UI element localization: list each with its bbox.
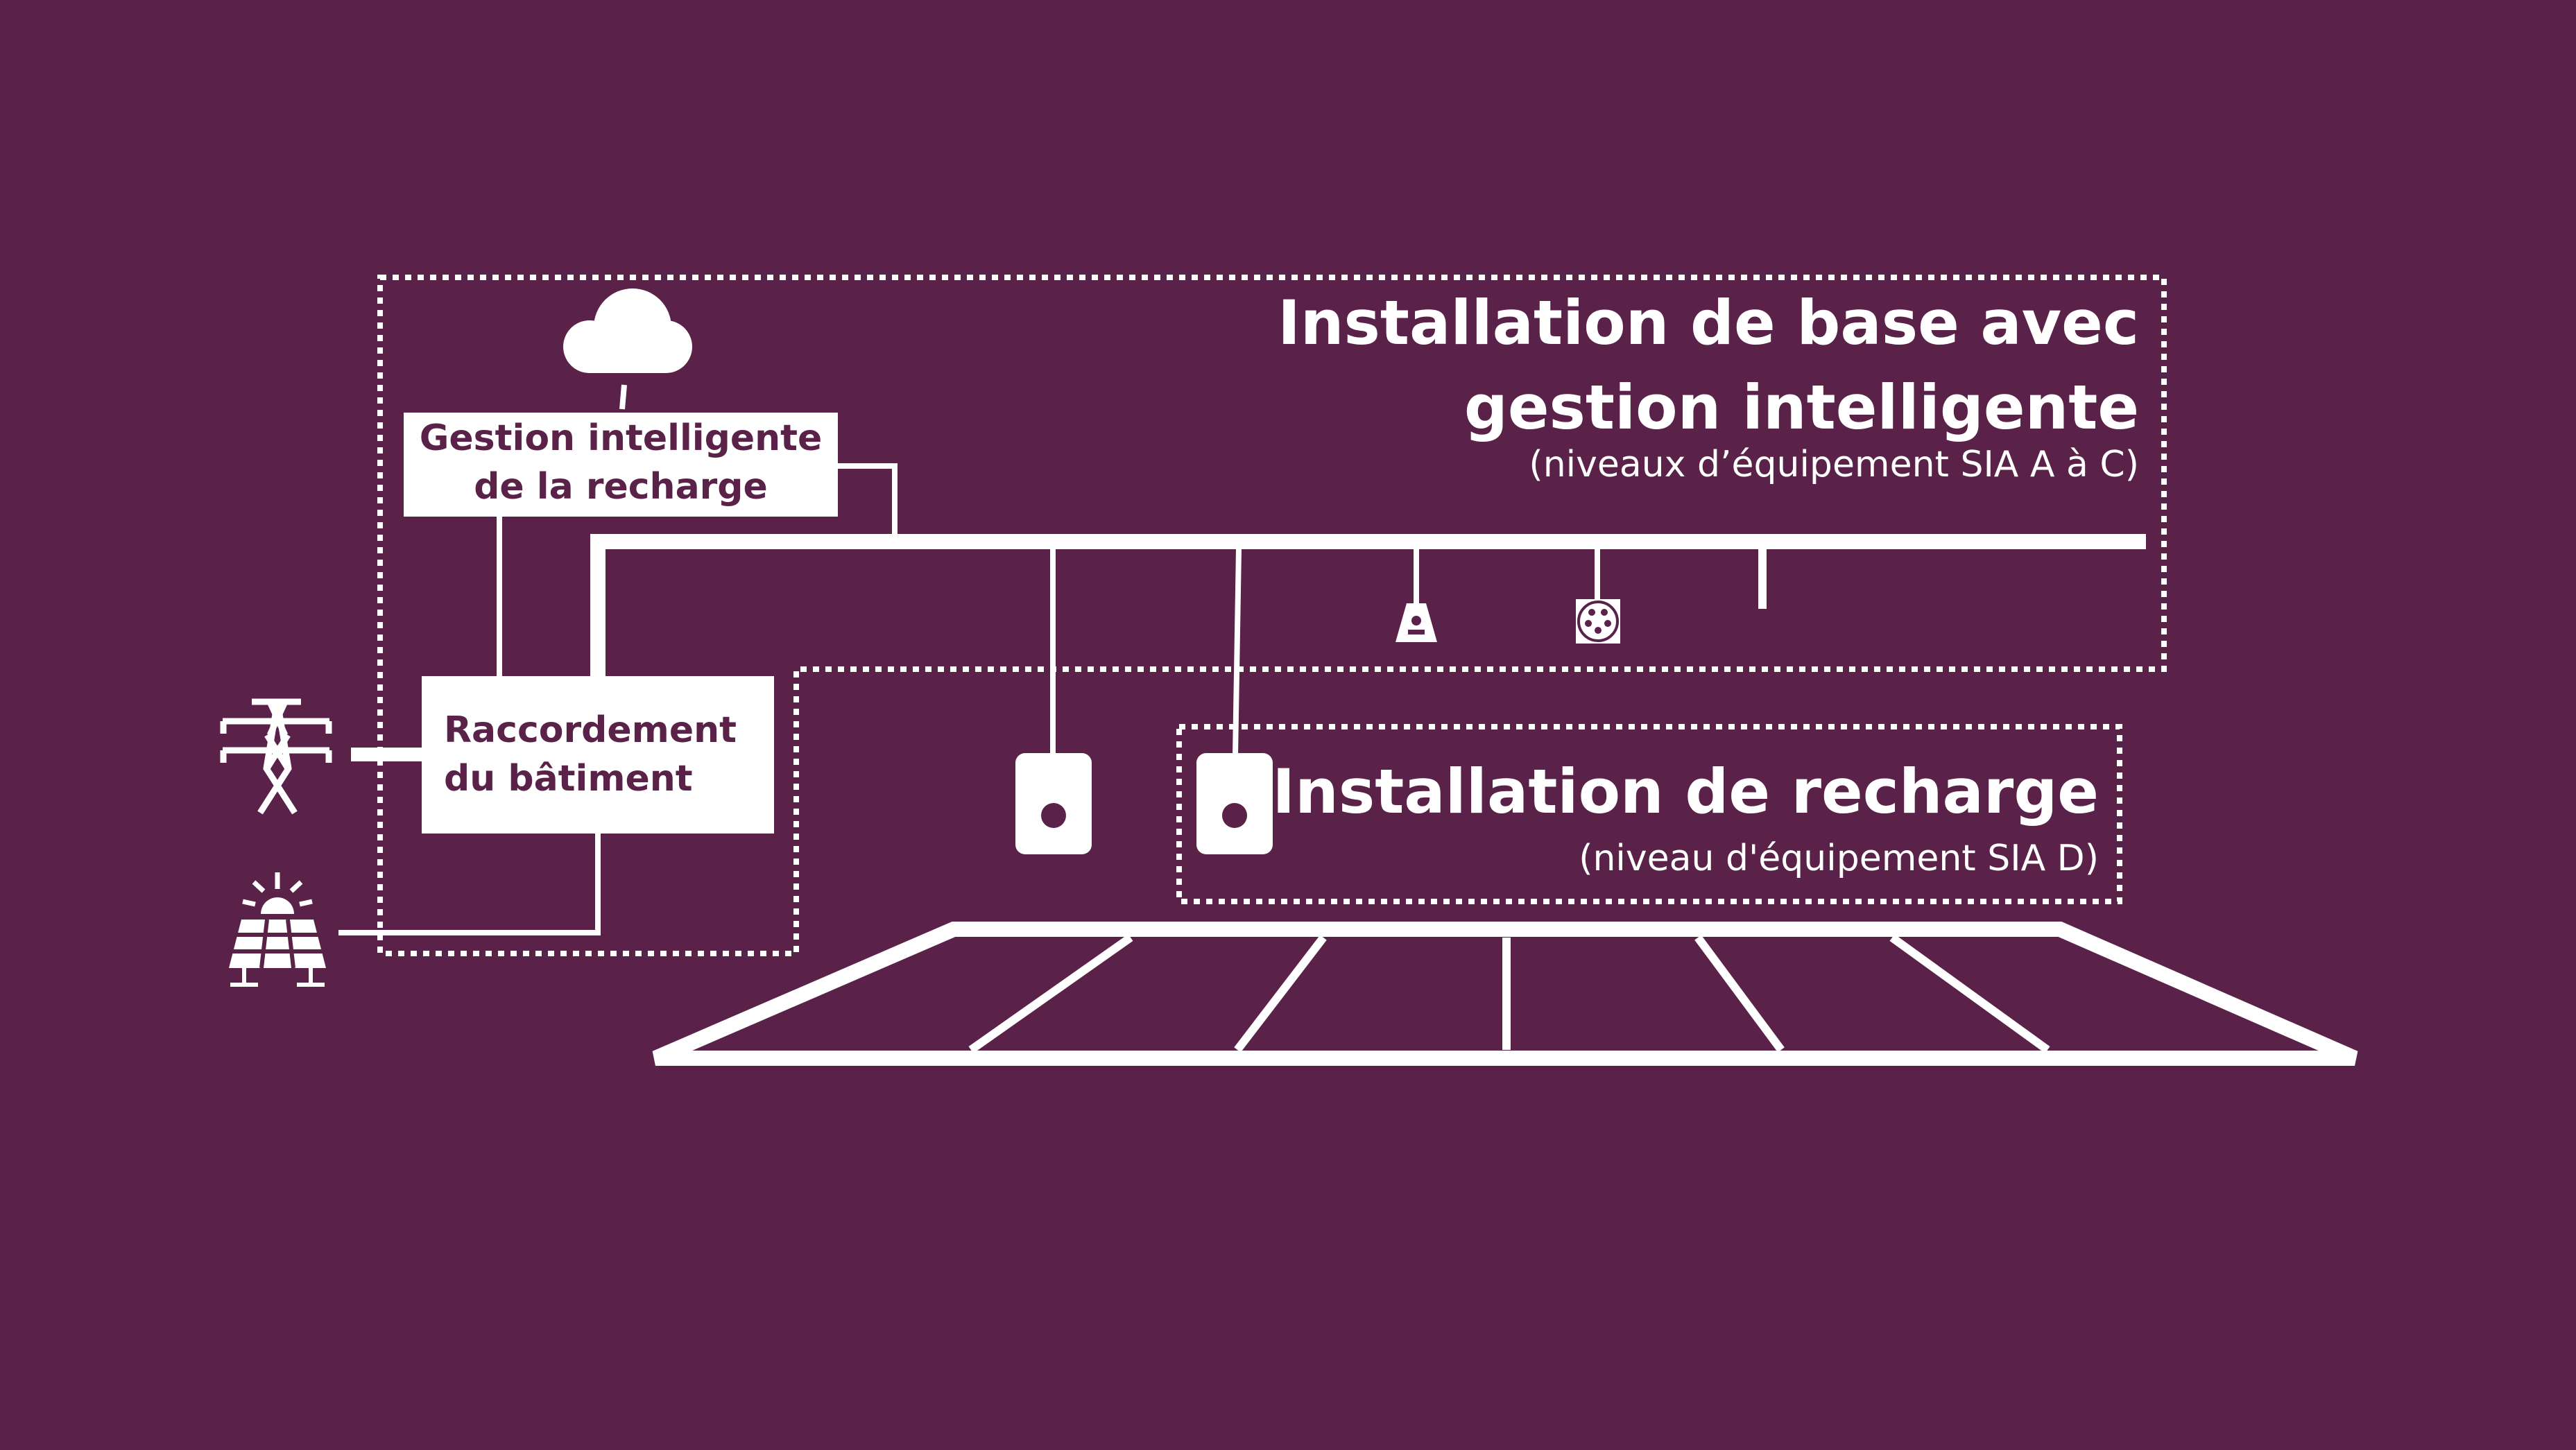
- solar-connection-line: [338, 834, 601, 935]
- charging-installation-title: Installation de recharge: [1272, 756, 2099, 827]
- smart-charging-box: [404, 413, 838, 517]
- cloud-link-line: [619, 384, 627, 410]
- base-installation-title: Installation de base avec gestion intell…: [1278, 281, 2139, 450]
- smart-charging-label-line1: Gestion intelligente: [419, 417, 823, 459]
- power-pylon-icon: [220, 698, 332, 815]
- cloud-icon: [563, 288, 692, 373]
- drop-line-2: [1233, 549, 1242, 757]
- main-bus-line: [590, 534, 2146, 676]
- charging-installation-boundary: [1176, 724, 2122, 904]
- wallbox-icon: [1015, 753, 1092, 854]
- gestion-to-bus-line: [838, 463, 898, 535]
- wallbox-icon: [1196, 753, 1273, 854]
- building-connection-label-line1: Raccordement: [444, 709, 737, 751]
- socket-outlet-icon: [1396, 603, 1437, 642]
- base-installation-title-line2: gestion intelligente: [1463, 372, 2139, 443]
- smart-charging-label: Gestion intelligente de la recharge: [406, 414, 836, 511]
- parking-lot-icon: [652, 922, 2358, 1066]
- solar-panel-icon: [229, 872, 326, 987]
- building-connection-label-line2: du bâtiment: [444, 758, 693, 800]
- building-connection-label: Raccordement du bâtiment: [444, 706, 737, 803]
- base-installation-title-line1: Installation de base avec: [1278, 287, 2139, 359]
- base-installation-subtitle: (niveaux d’équipement SIA A à C): [1529, 444, 2139, 485]
- smart-charging-label-line2: de la recharge: [474, 466, 768, 508]
- ev-connector-icon: [1576, 599, 1620, 644]
- charging-installation-subtitle: (niveau d'équipement SIA D): [1579, 838, 2099, 879]
- building-connection-box: [422, 676, 774, 834]
